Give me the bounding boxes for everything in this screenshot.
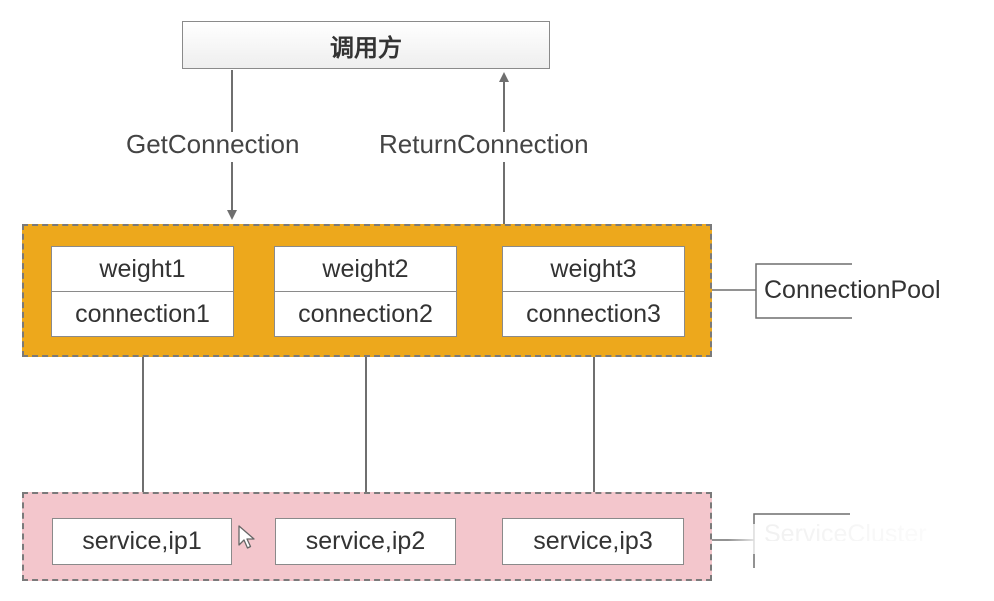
weight-cell: weight1 [52, 247, 233, 292]
weight-cell: weight2 [275, 247, 456, 292]
connection-card-1: weight1 connection1 [51, 246, 234, 337]
connection-cell: connection3 [526, 300, 661, 328]
get-connection-label: GetConnection [126, 129, 300, 159]
weight-cell: weight3 [503, 247, 684, 292]
connection-cell: connection2 [298, 300, 433, 328]
connection-card-3: weight3 connection3 [502, 246, 685, 337]
pool-callout-bracket [755, 263, 852, 319]
label-fade-overlay [728, 524, 994, 554]
connection-pool-label: ConnectionPool [764, 276, 941, 304]
service-box-2: service,ip2 [275, 518, 456, 565]
mouse-pointer-icon [238, 525, 255, 549]
connection-cell: connection1 [75, 300, 210, 328]
service-box-1: service,ip1 [52, 518, 232, 565]
service-box-3: service,ip3 [502, 518, 684, 565]
connection-card-2: weight2 connection2 [274, 246, 457, 337]
caller-label: 调用方 [330, 33, 402, 62]
return-connection-label: ReturnConnection [379, 129, 589, 159]
caller-box: 调用方 [182, 21, 550, 69]
